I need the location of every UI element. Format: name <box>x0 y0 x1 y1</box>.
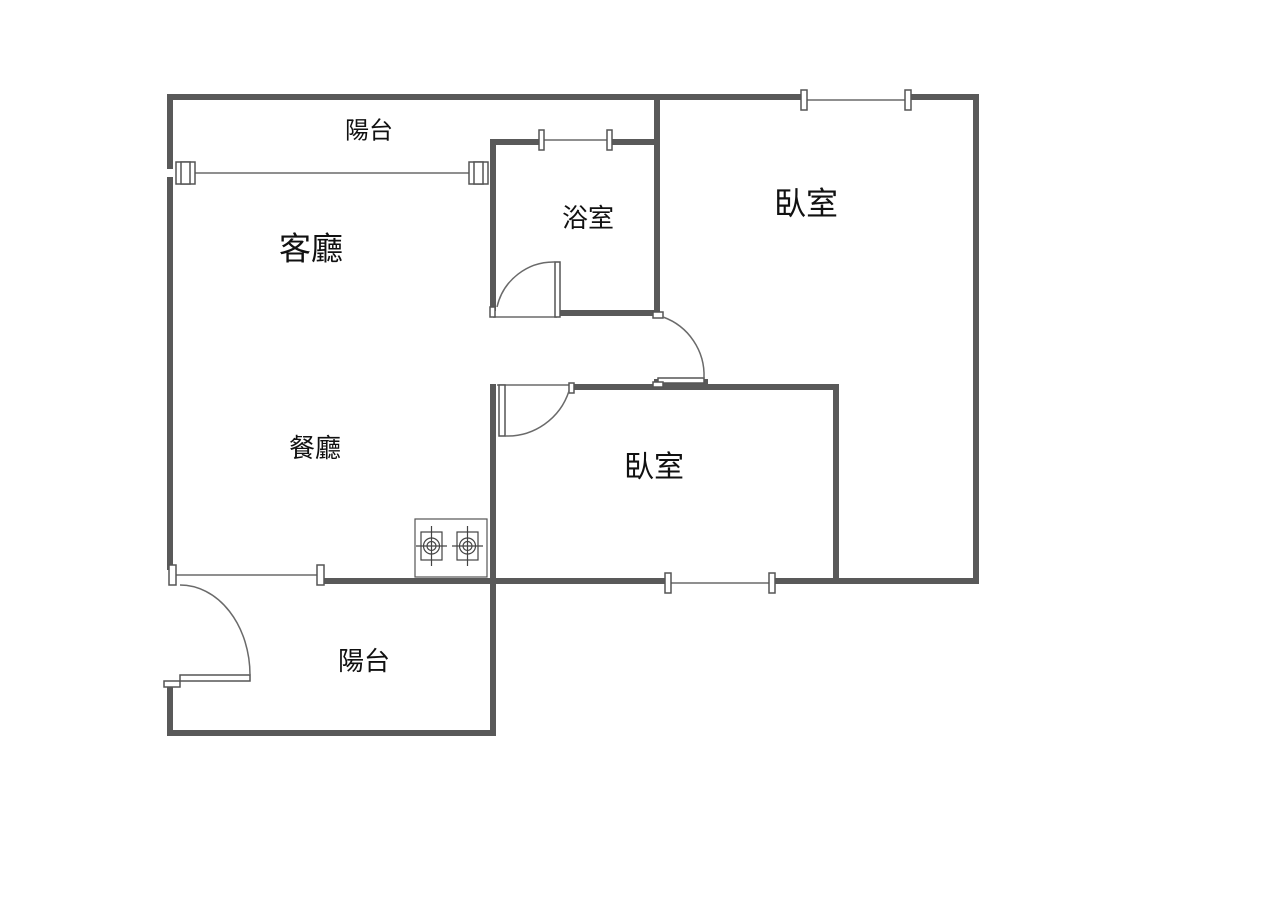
door-bathroom <box>489 261 561 318</box>
label-balcony-top: 陽台 <box>345 117 393 145</box>
windows <box>168 89 912 594</box>
door-bedroom-main <box>652 311 705 388</box>
label-balcony-bottom: 陽台 <box>338 647 390 677</box>
walls <box>167 94 979 736</box>
label-bedroom-second: 臥室 <box>624 450 684 485</box>
door-bedroom-second <box>497 382 575 437</box>
window-bedroom2-bottom <box>664 572 776 594</box>
window-living-balcony <box>175 161 489 185</box>
burner-left-icon <box>416 526 447 566</box>
label-living-room: 客廳 <box>279 230 343 268</box>
room-labels: 陽台 客廳 浴室 臥室 餐廳 臥室 陽台 <box>279 117 838 678</box>
label-bathroom: 浴室 <box>562 204 614 234</box>
doors <box>163 261 705 688</box>
burner-right-icon <box>452 526 483 566</box>
window-dining-balcony <box>168 564 325 586</box>
label-bedroom-main: 臥室 <box>774 185 838 223</box>
stove-icon <box>414 518 488 578</box>
label-dining-room: 餐廳 <box>289 434 341 464</box>
door-balcony <box>163 584 251 688</box>
window-bathroom <box>538 129 613 151</box>
window-bedroom-top <box>800 89 912 111</box>
